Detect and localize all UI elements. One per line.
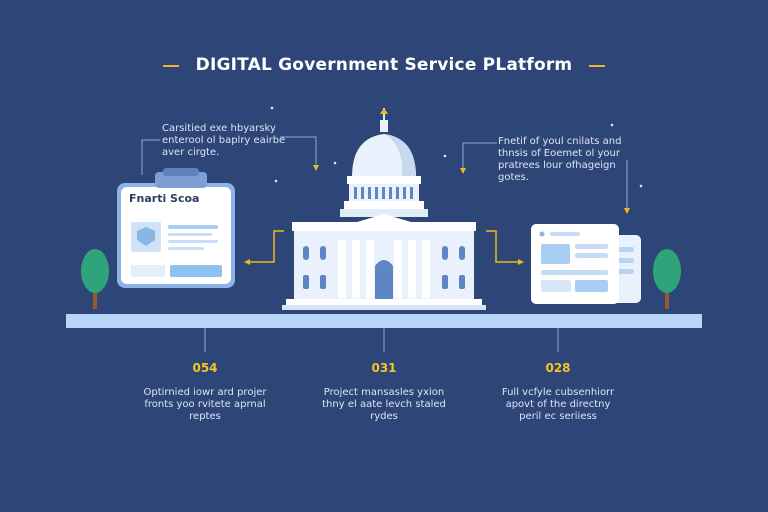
title-dash-right bbox=[589, 64, 606, 67]
stat-value: 054 bbox=[192, 361, 218, 375]
tree-icon bbox=[81, 249, 109, 309]
arrow-icon bbox=[250, 230, 284, 263]
note-right-line: pratrees lour ofhageign bbox=[498, 160, 616, 171]
note-left-line: enterool ol baplry eairbe bbox=[162, 135, 286, 146]
arrow-icon bbox=[518, 259, 524, 265]
title-row: DIGITAL Government Service PLatform bbox=[0, 55, 768, 75]
stat-caption-line: fronts yoo rvitete aprnal bbox=[144, 399, 266, 410]
stat-caption: Project mansasles yxion thny el aate lev… bbox=[309, 387, 459, 423]
stat-caption-line: thny el aate levch staled bbox=[322, 399, 446, 410]
note-right-line: Fnetif of youl cnilats and bbox=[498, 136, 622, 147]
timeline-ticks bbox=[204, 328, 559, 352]
timeline-bar bbox=[66, 314, 702, 328]
note-right-line: thnsis of Eoemet ol your bbox=[498, 148, 620, 159]
title-dash-left bbox=[162, 64, 179, 67]
connector-arrowheads bbox=[313, 165, 630, 214]
stat-caption-line: Project mansasles yxion bbox=[323, 387, 445, 398]
note-left-line: aver cirgte. bbox=[162, 147, 220, 158]
stat-value: 028 bbox=[545, 361, 571, 375]
clipboard-heading: Fnarti Scoa bbox=[129, 192, 200, 205]
arrow-icon bbox=[244, 259, 250, 265]
tree-icon bbox=[653, 249, 681, 309]
stat-caption-line: peril ec seriiess bbox=[519, 411, 597, 422]
stat-caption-line: Optirnied iowr ard projer bbox=[143, 387, 267, 398]
stat-caption: Full vcfyle cubsenhiorr apovt of the dir… bbox=[483, 387, 633, 423]
note-right: Fnetif of youl cnilats and thnsis of Eoe… bbox=[498, 136, 638, 184]
stat-caption-line: rydes bbox=[370, 411, 398, 422]
note-left: Carsitied exe hbyarsky enterool ol baplr… bbox=[162, 123, 322, 159]
decorative-dots bbox=[270, 106, 643, 188]
arrow-icon bbox=[486, 230, 518, 263]
note-right-line: gotes. bbox=[498, 172, 529, 183]
stat-caption-line: Full vcfyle cubsenhiorr bbox=[501, 387, 615, 398]
page-title: DIGITAL Government Service PLatform bbox=[195, 55, 573, 75]
note-left-line: Carsitied exe hbyarsky bbox=[162, 123, 276, 134]
note-connectors bbox=[141, 136, 628, 208]
clipboard-icon bbox=[117, 168, 235, 288]
stat-caption: Optirnied iowr ard projer fronts yoo rvi… bbox=[130, 387, 280, 423]
stat-caption-line: reptes bbox=[189, 411, 221, 422]
stat-caption-line: apovt of the directny bbox=[505, 399, 611, 410]
government-building-icon bbox=[282, 108, 486, 310]
browser-window-icon bbox=[531, 224, 641, 304]
stat-value: 031 bbox=[371, 361, 397, 375]
